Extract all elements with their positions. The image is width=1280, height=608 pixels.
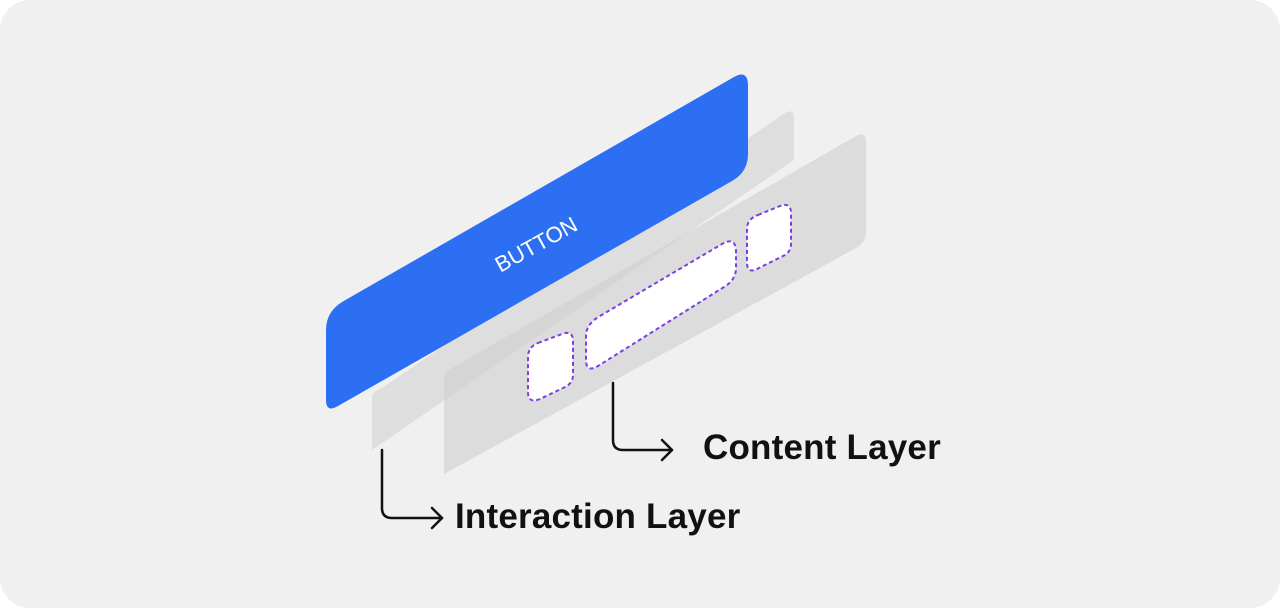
content-layer-arrow — [611, 381, 674, 462]
interaction-layer-arrow — [380, 448, 444, 530]
content-slot-center — [585, 240, 737, 370]
content-slot-right — [746, 203, 792, 272]
interaction-layer-label: Interaction Layer — [455, 497, 741, 536]
content-layer-label: Content Layer — [703, 428, 941, 467]
content-slot-left — [527, 331, 574, 402]
button-plane — [326, 74, 748, 409]
